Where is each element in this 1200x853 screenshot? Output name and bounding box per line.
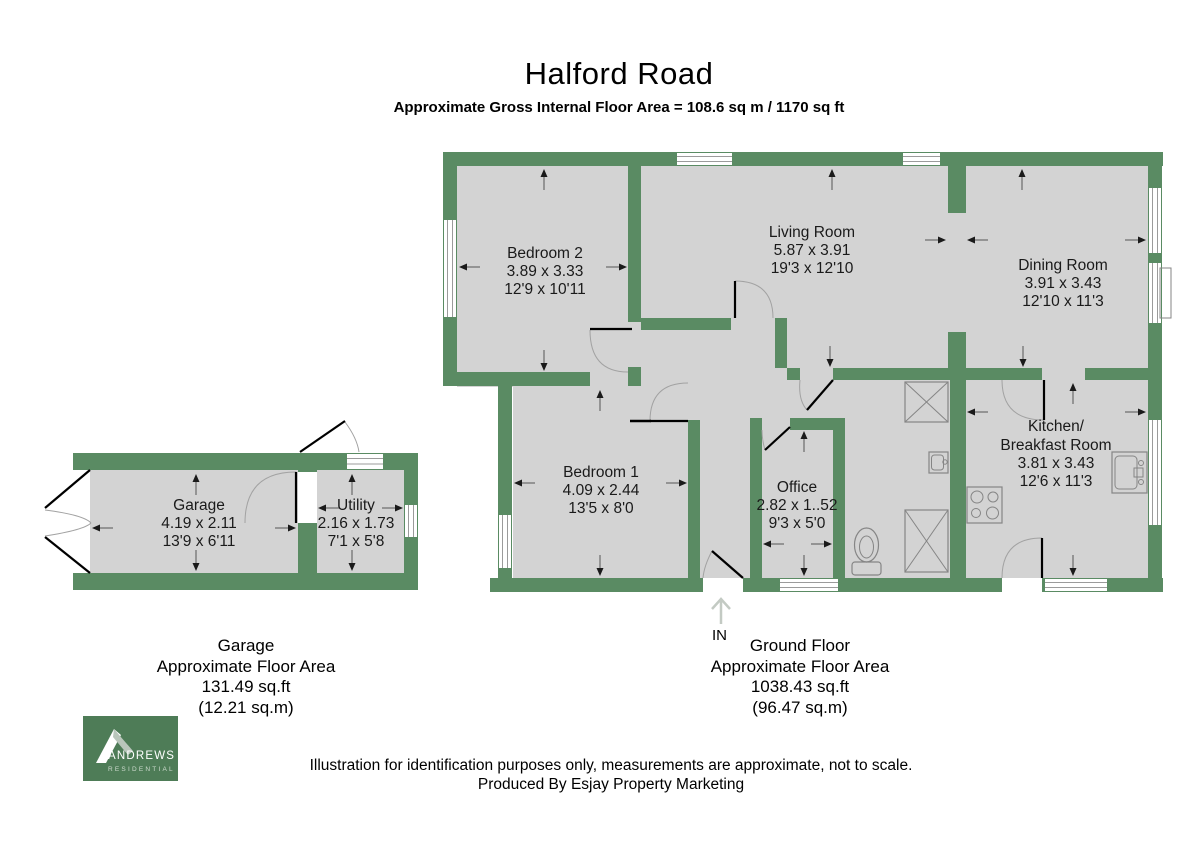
kitchen-label-1: Kitchen/ xyxy=(1028,418,1085,435)
room-labels: Bedroom 2 3.89 x 3.33 12'9 x 10'11 Livin… xyxy=(504,224,1111,532)
disclaimer: Illustration for identification purposes… xyxy=(0,756,1200,794)
ground-floor-area-summary: Ground Floor Approximate Floor Area 1038… xyxy=(650,636,950,718)
utility-metric: 2.16 x 1.73 xyxy=(318,515,395,532)
hob-icon xyxy=(966,486,1003,524)
basin-icon xyxy=(928,451,949,474)
logo-brand-text: ANDREWS xyxy=(108,750,175,762)
bedroom1-label: Bedroom 1 xyxy=(563,464,639,481)
garage-metric: 4.19 x 2.11 xyxy=(161,515,237,532)
toilet-icon xyxy=(851,527,882,576)
windows xyxy=(347,454,417,537)
windows xyxy=(444,153,1172,591)
garage-area-title: Garage xyxy=(217,636,275,655)
shower-cupboard-icon xyxy=(904,381,949,423)
floor-slab xyxy=(90,470,404,573)
garage-plan: Garage 4.19 x 2.11 13'9 x 6'11 Utility 2… xyxy=(44,420,418,590)
page-subtitle: Approximate Gross Internal Floor Area = … xyxy=(393,99,845,116)
garage-label: Garage xyxy=(173,497,225,514)
page-title: Halford Road xyxy=(524,56,714,91)
entrance-label: IN xyxy=(712,627,727,644)
kitchen-imperial: 12'6 x 11'3 xyxy=(1020,473,1093,490)
room-labels: Garage 4.19 x 2.11 13'9 x 6'11 Utility 2… xyxy=(161,497,394,550)
living-room-imperial: 19'3 x 12'10 xyxy=(771,260,854,277)
door-openings xyxy=(703,578,1042,592)
logo-tagline-text: RESIDENTIAL xyxy=(108,766,175,773)
garage-imperial: 13'9 x 6'11 xyxy=(163,533,236,550)
living-room-label: Living Room xyxy=(769,224,855,241)
ground-floor-area-sqm: (96.47 sq.m) xyxy=(752,697,848,717)
page-header: Halford Road Approximate Gross Internal … xyxy=(0,56,1200,116)
living-room-metric: 5.87 x 3.91 xyxy=(774,242,851,259)
ground-floor-area-sqft: 1038.43 sq.ft xyxy=(750,677,850,696)
airing-cupboard-icon xyxy=(904,509,949,573)
bedroom2-imperial: 12'9 x 10'11 xyxy=(504,281,585,298)
dining-room-imperial: 12'10 x 11'3 xyxy=(1022,293,1103,310)
disclaimer-line2: Produced By Esjay Property Marketing xyxy=(477,776,745,793)
kitchen-sink-icon xyxy=(1111,451,1148,494)
disclaimer-line1: Illustration for identification purposes… xyxy=(309,757,913,774)
utility-imperial: 7'1 x 5'8 xyxy=(328,533,385,550)
office-metric: 2.82 x 1..52 xyxy=(756,497,837,514)
garage-area-sqm: (12.21 sq.m) xyxy=(198,697,294,717)
utility-label: Utility xyxy=(337,497,375,514)
bedroom2-label: Bedroom 2 xyxy=(507,245,583,262)
office-imperial: 9'3 x 5'0 xyxy=(769,515,826,532)
ground-floor-area-title: Ground Floor xyxy=(749,636,851,655)
ground-floor-area-line2: Approximate Floor Area xyxy=(710,656,890,676)
dining-room-metric: 3.91 x 3.43 xyxy=(1025,275,1102,292)
garage-area-summary: Garage Approximate Floor Area 131.49 sq.… xyxy=(96,636,396,718)
garage-area-line2: Approximate Floor Area xyxy=(156,656,336,676)
entrance-arrow-icon xyxy=(711,597,731,624)
doors xyxy=(589,280,1046,579)
kitchen-label-2: Breakfast Room xyxy=(1000,437,1111,454)
andrews-residential-logo: ANDREWS RESIDENTIAL xyxy=(83,716,178,781)
dimension-arrows xyxy=(92,169,1146,576)
doors xyxy=(44,420,360,574)
garage-area-sqft: 131.49 sq.ft xyxy=(201,677,291,696)
dining-room-label: Dining Room xyxy=(1018,257,1108,274)
office-label: Office xyxy=(777,479,817,496)
ground-floor-plan: Bedroom 2 3.89 x 3.33 12'9 x 10'11 Livin… xyxy=(443,152,1172,624)
bedroom1-metric: 4.09 x 2.44 xyxy=(563,482,640,499)
bedroom2-metric: 3.89 x 3.33 xyxy=(507,263,584,280)
kitchen-metric: 3.81 x 3.43 xyxy=(1018,455,1095,472)
logo-roof-icon xyxy=(96,729,133,763)
bedroom1-imperial: 13'5 x 8'0 xyxy=(568,500,634,517)
